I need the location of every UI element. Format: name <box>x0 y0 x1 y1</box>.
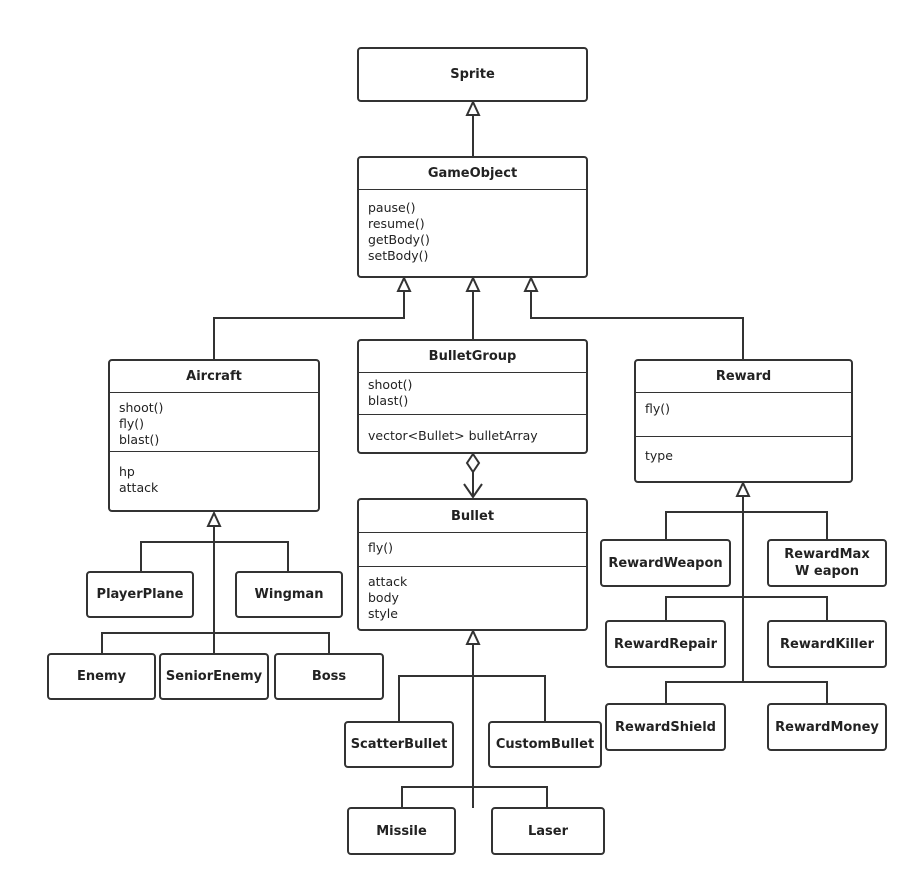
class-rewardweapon-name: RewardWeapon <box>608 555 723 571</box>
class-rewardshield-name: RewardShield <box>615 719 716 735</box>
aggregation-arrowhead <box>463 483 483 499</box>
class-gameobject-name: GameObject <box>427 166 518 181</box>
class-aircraft-attributes: hp attack <box>110 451 318 500</box>
class-seniorenemy[interactable]: SeniorEnemy <box>159 653 269 700</box>
class-scatterbullet[interactable]: ScatterBullet <box>344 721 454 768</box>
class-rewardkiller-name: RewardKiller <box>780 636 874 652</box>
edge-aircraft-gameobject <box>213 289 405 360</box>
class-custombullet[interactable]: CustomBullet <box>488 721 602 768</box>
edge-reward-row2-bus <box>665 596 828 621</box>
class-boss-name: Boss <box>311 669 347 684</box>
edge-scatter-custom-bus <box>398 675 546 722</box>
method: fly() <box>368 540 394 555</box>
aggregation-diamond <box>465 452 481 474</box>
class-rewardrepair[interactable]: RewardRepair <box>605 620 726 668</box>
edge-missile-laser-bus <box>401 786 548 808</box>
class-aircraft[interactable]: Aircraft shoot() fly() blast() hp attack <box>108 359 320 512</box>
attribute: body <box>368 590 399 605</box>
class-gameobject[interactable]: GameObject pause() resume() getBody() se… <box>357 156 588 278</box>
edge-reward-row3-bus <box>665 681 828 704</box>
class-rewardmoney-name: RewardMoney <box>775 719 879 735</box>
class-rewardmaxweapon-name: RewardMaxW eapon <box>784 547 870 579</box>
class-wingman-name: Wingman <box>254 587 324 602</box>
class-laser[interactable]: Laser <box>491 807 605 855</box>
class-bulletgroup-methods: shoot() blast() <box>359 372 586 414</box>
class-aircraft-name: Aircraft <box>186 369 242 384</box>
class-sprite[interactable]: Sprite <box>357 47 588 102</box>
method: shoot() <box>119 400 164 415</box>
class-reward-methods: fly() <box>636 392 851 436</box>
class-bullet-methods: fly() <box>359 532 586 566</box>
method: getBody() <box>368 232 430 247</box>
inherit-triangle-sprite <box>465 99 481 116</box>
class-playerplane[interactable]: PlayerPlane <box>86 571 194 618</box>
class-missile[interactable]: Missile <box>347 807 456 855</box>
class-boss[interactable]: Boss <box>274 653 384 700</box>
attribute: attack <box>119 480 159 495</box>
method: shoot() <box>368 377 413 392</box>
method: setBody() <box>368 248 429 263</box>
class-rewardkiller[interactable]: RewardKiller <box>767 620 887 668</box>
class-enemy[interactable]: Enemy <box>47 653 156 700</box>
method: resume() <box>368 216 425 231</box>
class-sprite-name: Sprite <box>450 67 495 82</box>
class-gameobject-methods: pause() resume() getBody() setBody() <box>359 189 586 268</box>
method: blast() <box>368 393 409 408</box>
edge-reward-row1-bus <box>665 511 828 540</box>
class-bulletgroup-attributes: vector<Bullet> bulletArray <box>359 414 586 448</box>
class-aircraft-methods: shoot() fly() blast() <box>110 392 318 451</box>
class-custombullet-name: CustomBullet <box>495 737 595 752</box>
class-rewardmoney[interactable]: RewardMoney <box>767 703 887 751</box>
method: pause() <box>368 200 416 215</box>
class-playerplane-name: PlayerPlane <box>96 587 184 602</box>
class-rewardweapon[interactable]: RewardWeapon <box>600 539 731 587</box>
inherit-triangle-aircraft <box>206 510 222 527</box>
class-scatterbullet-name: ScatterBullet <box>350 737 448 752</box>
attribute: attack <box>368 574 408 589</box>
edge-playerplane-wingman-bus <box>140 541 289 571</box>
inherit-triangle-bullet <box>465 628 481 645</box>
inherit-triangle-reward <box>735 480 751 497</box>
method: fly() <box>645 401 671 416</box>
class-bullet[interactable]: Bullet fly() attack body style <box>357 498 588 631</box>
inherit-triangle-gameobject-right <box>523 275 539 292</box>
edge-enemy-row-bus <box>101 632 330 654</box>
attribute: hp <box>119 464 135 479</box>
class-bulletgroup[interactable]: BulletGroup shoot() blast() vector<Bulle… <box>357 339 588 454</box>
class-reward-attributes: type <box>636 436 851 468</box>
class-reward-name: Reward <box>715 369 772 384</box>
attribute: vector<Bullet> bulletArray <box>368 428 538 443</box>
class-rewardmaxweapon[interactable]: RewardMaxW eapon <box>767 539 887 587</box>
class-bulletgroup-name: BulletGroup <box>428 349 517 364</box>
class-rewardshield[interactable]: RewardShield <box>605 703 726 751</box>
class-seniorenemy-name: SeniorEnemy <box>165 669 263 684</box>
inherit-triangle-gameobject-mid <box>465 275 481 292</box>
class-laser-name: Laser <box>527 823 569 839</box>
inherit-triangle-gameobject-left <box>396 275 412 292</box>
method: fly() <box>119 416 145 431</box>
attribute: style <box>368 606 398 621</box>
method: blast() <box>119 432 160 447</box>
class-enemy-name: Enemy <box>77 669 126 684</box>
attribute: type <box>645 448 673 463</box>
class-reward[interactable]: Reward fly() type <box>634 359 853 483</box>
class-bullet-attributes: attack body style <box>359 566 586 626</box>
edge-reward-gameobject <box>530 289 744 360</box>
class-missile-name: Missile <box>376 823 427 839</box>
class-wingman[interactable]: Wingman <box>235 571 343 618</box>
class-bullet-name: Bullet <box>450 508 495 524</box>
class-rewardrepair-name: RewardRepair <box>613 636 718 652</box>
